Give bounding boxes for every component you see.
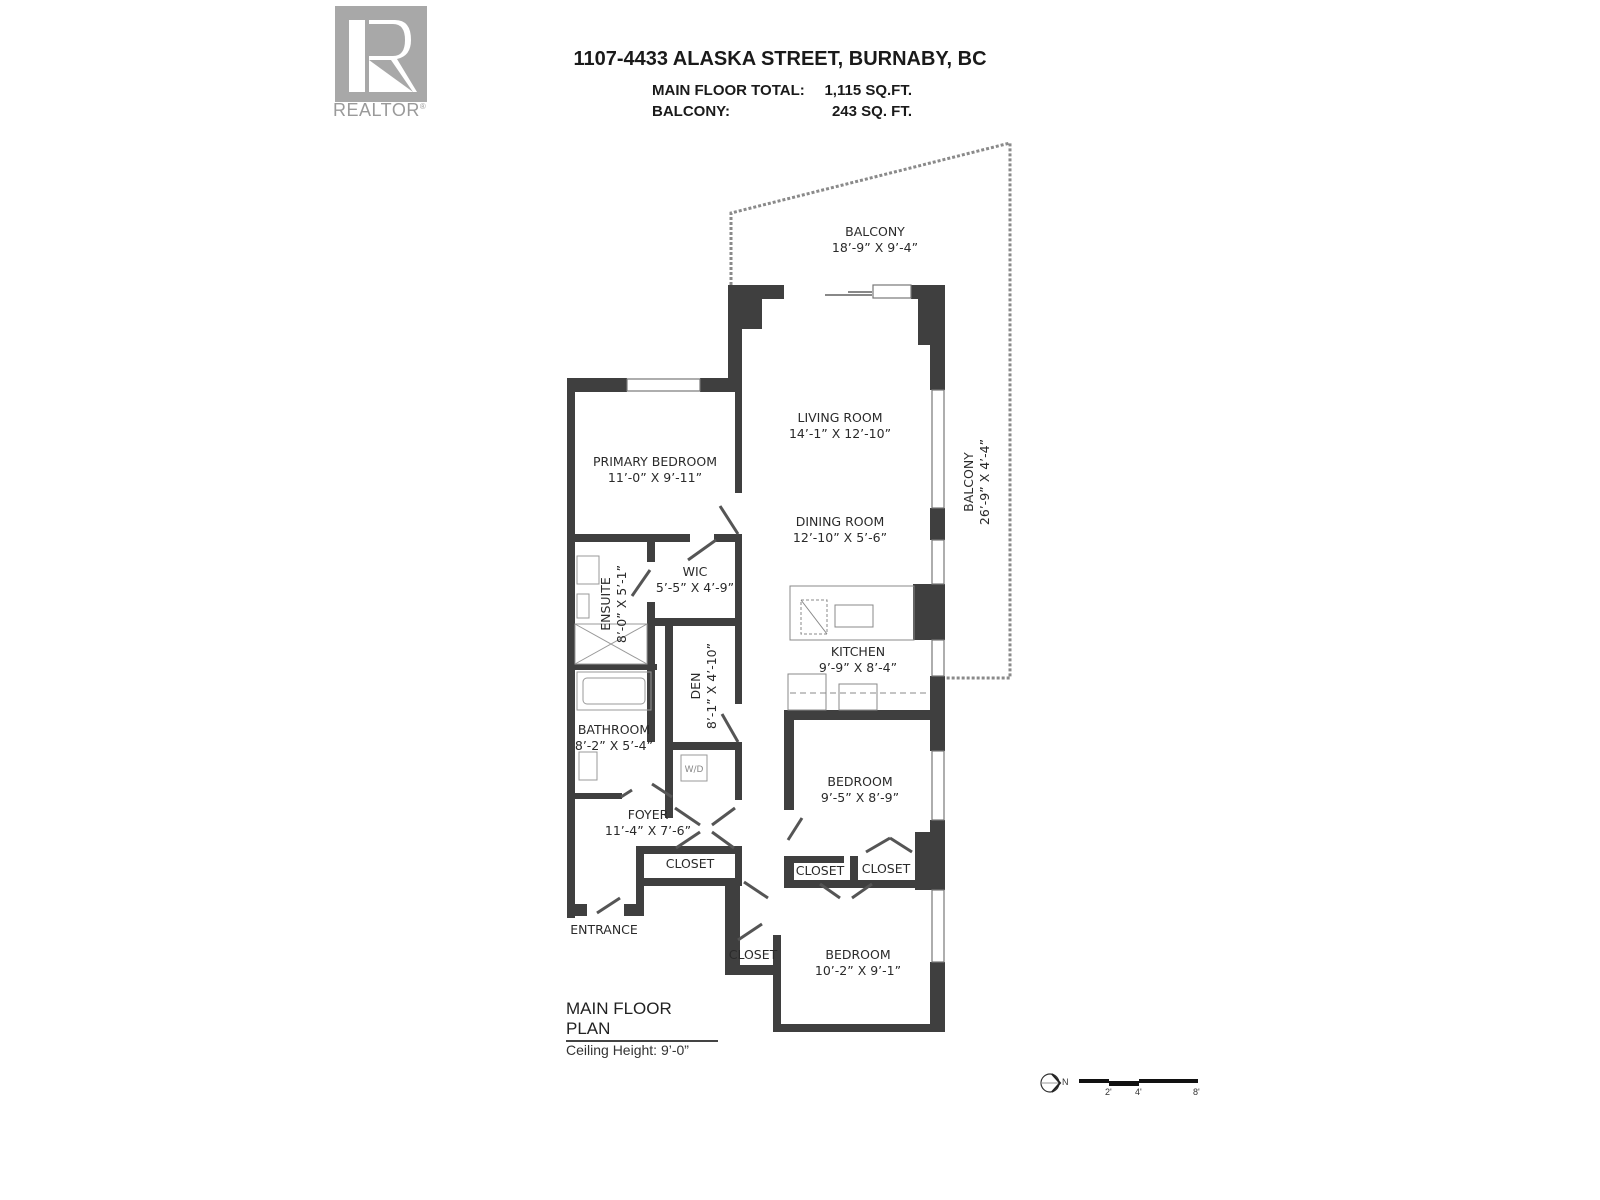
- bath-fixtures: [574, 555, 708, 782]
- plan-caption: MAIN FLOOR PLAN Ceiling Height: 9’-0”: [566, 999, 718, 1058]
- north-label: N: [1062, 1077, 1069, 1087]
- room-closet-foyer: CLOSET: [665, 856, 715, 871]
- area-summary: MAIN FLOOR TOTAL: 1,115 SQ.FT. BALCONY: …: [652, 82, 912, 124]
- plan-title: MAIN FLOOR PLAN: [566, 999, 718, 1042]
- scale-tick-8: 8': [1193, 1087, 1200, 1097]
- walls: [567, 285, 945, 1032]
- scale-tick-4: 4': [1135, 1087, 1142, 1097]
- property-address: 1107-4433 ALASKA STREET, BURNABY, BC: [573, 48, 987, 70]
- room-closet-bedroom2-a: CLOSET: [795, 863, 845, 878]
- area-row-balcony: BALCONY: 243 SQ. FT.: [652, 103, 912, 120]
- kitchen-fixtures: [787, 585, 930, 711]
- sliding-door: [825, 291, 872, 296]
- doors: [596, 505, 913, 942]
- realtor-logo-icon: [335, 6, 427, 102]
- scale-tick-2: 2': [1105, 1087, 1112, 1097]
- ceiling-height: Ceiling Height: 9’-0”: [566, 1042, 689, 1058]
- windows: [626, 284, 945, 963]
- room-closet-bedroom2-b: CLOSET: [861, 861, 911, 876]
- scale-bar: [1079, 1079, 1198, 1086]
- entrance-label: ENTRANCE: [570, 922, 638, 937]
- washer-dryer: W/D: [684, 765, 704, 775]
- area-row-main: MAIN FLOOR TOTAL: 1,115 SQ.FT.: [652, 82, 912, 99]
- realtor-logo-text: REALTOR®: [333, 100, 427, 120]
- room-closet-bedroom3: CLOSET: [728, 947, 778, 962]
- balcony-railing: [729, 141, 1012, 680]
- north-arrow-icon: [1040, 1073, 1062, 1093]
